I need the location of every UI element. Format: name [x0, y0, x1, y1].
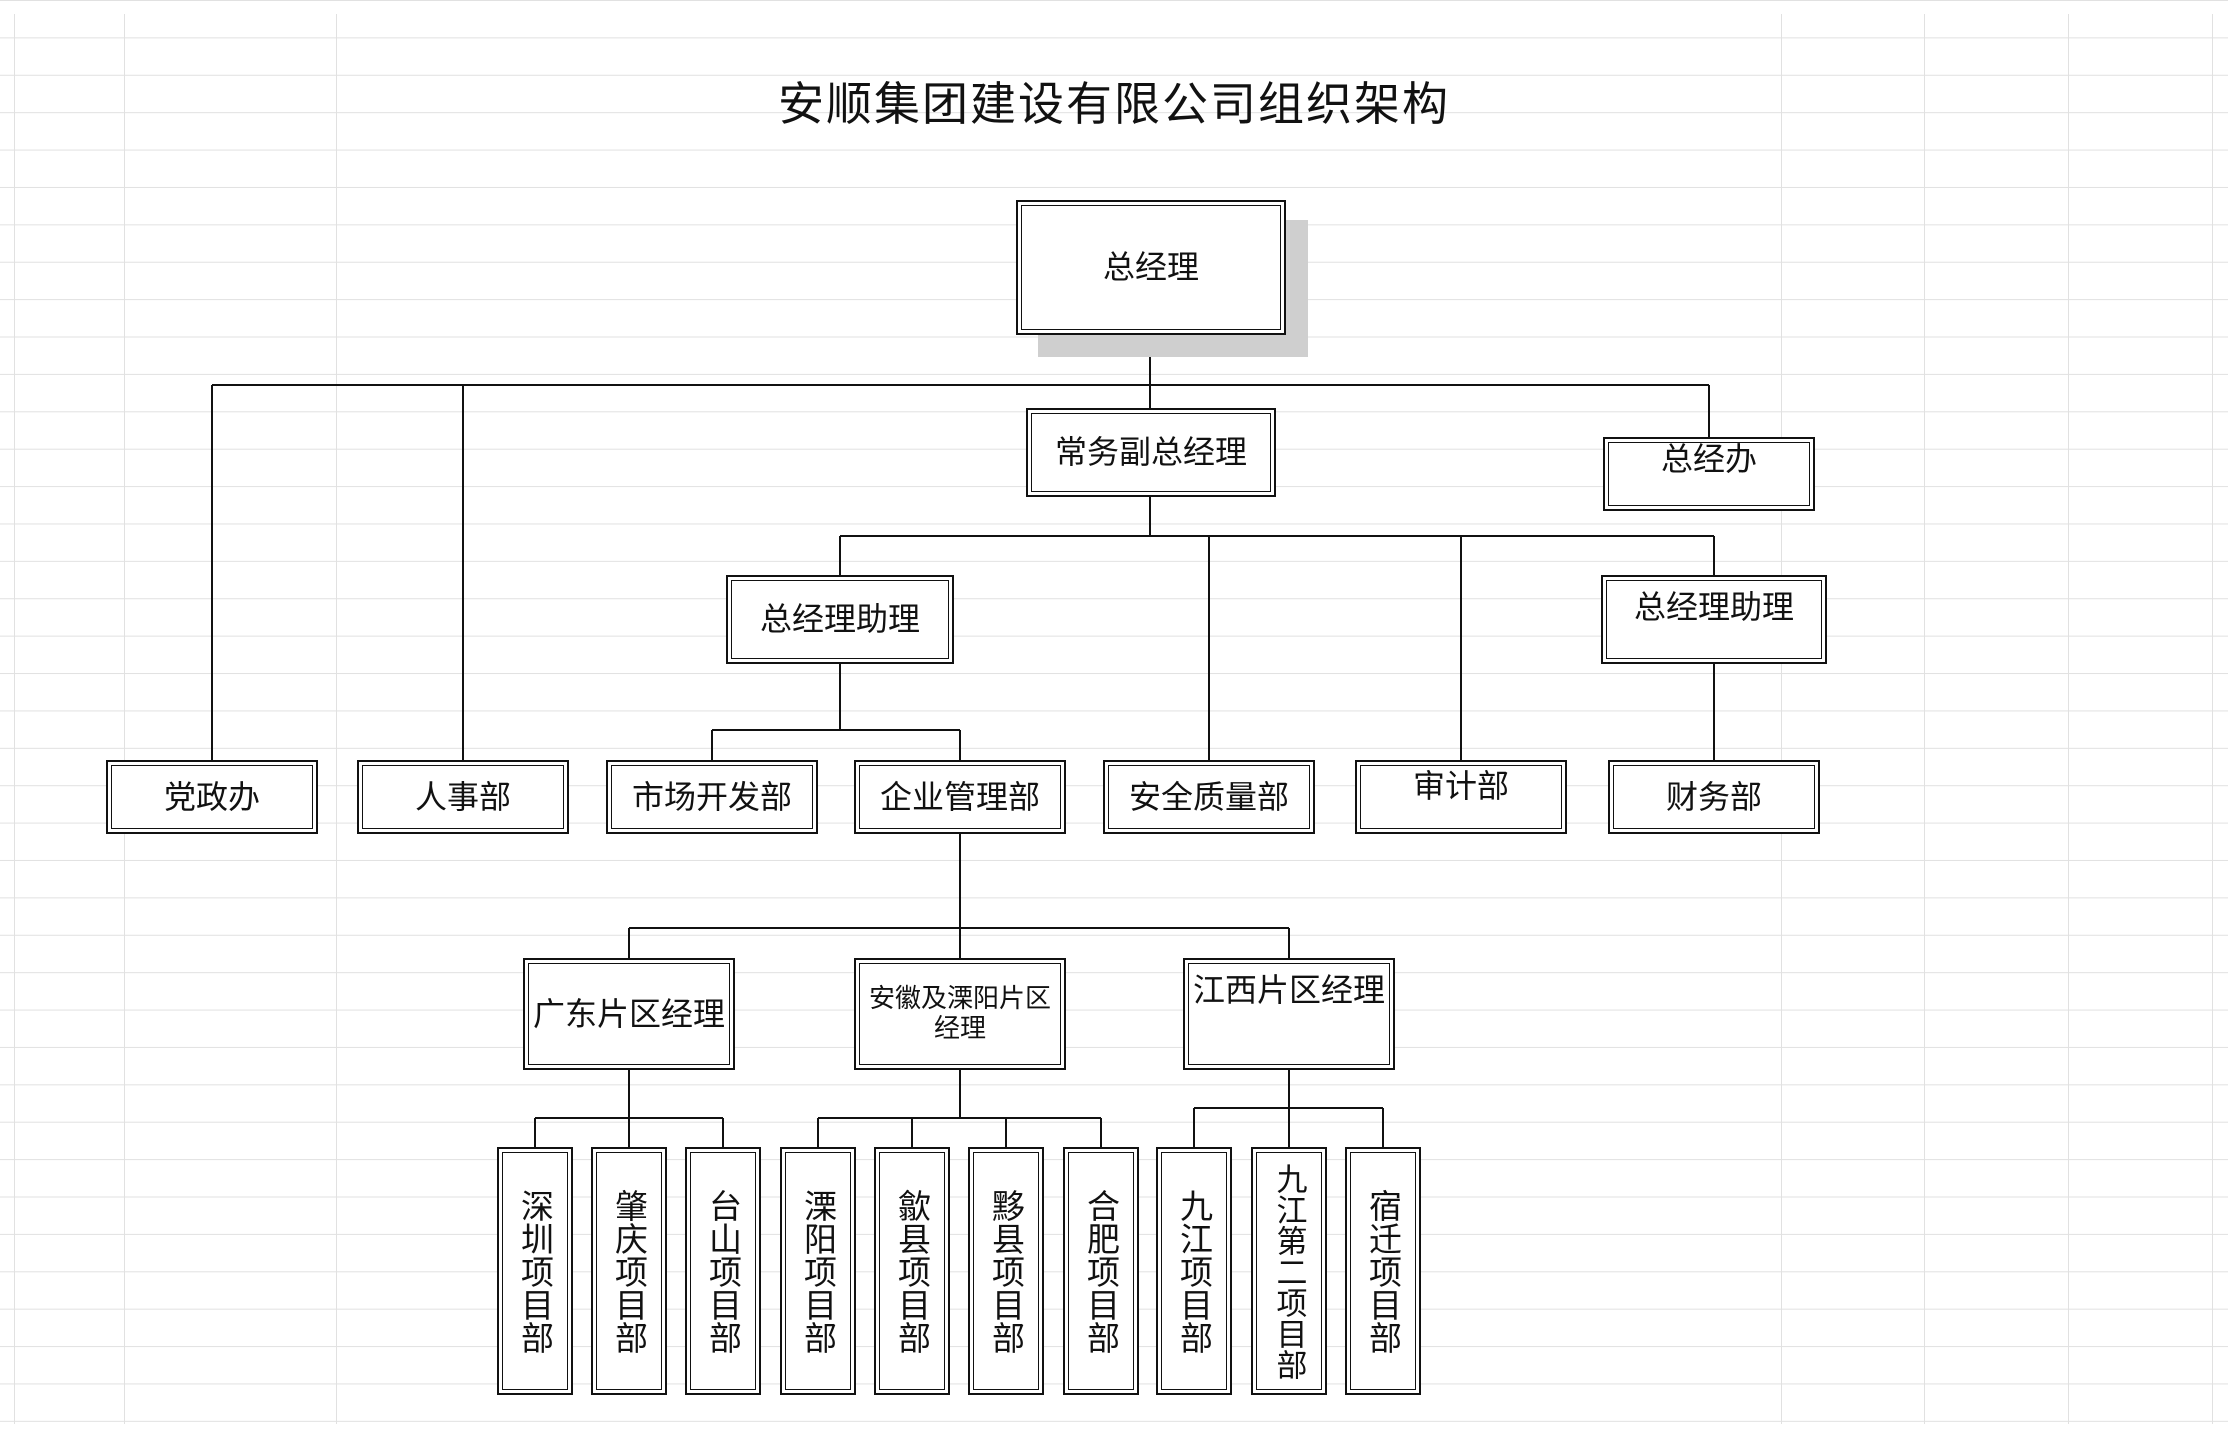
node-gm-assistant-right: 总经理助理	[1601, 575, 1827, 664]
node-label: 市场开发部	[631, 778, 792, 815]
node-label: 党政办	[163, 778, 260, 815]
node-guangdong-manager: 广东片区经理	[523, 958, 735, 1070]
node-jiangxi-manager: 江西片区经理	[1183, 958, 1395, 1070]
node-anhui-liyang-manager: 安徽及溧阳片区经理	[854, 958, 1066, 1070]
grid-column-line	[124, 14, 125, 1424]
node-label: 企业管理部	[879, 778, 1040, 815]
node-project-suqian: 宿迁项目部	[1345, 1147, 1421, 1395]
node-project-liyang: 溧阳项目部	[780, 1147, 856, 1395]
node-label: 肇庆项目部	[610, 1188, 648, 1354]
node-label: 九江项目部	[1175, 1188, 1213, 1354]
node-project-hefei: 合肥项目部	[1063, 1147, 1139, 1395]
node-label: 合肥项目部	[1082, 1188, 1120, 1354]
node-label: 歙县项目部	[893, 1188, 931, 1354]
node-label: 总经理助理	[1633, 589, 1794, 625]
node-label: 人事部	[414, 778, 511, 815]
node-label: 宿迁项目部	[1364, 1188, 1402, 1354]
node-label: 黟县项目部	[987, 1188, 1025, 1354]
node-market-development: 市场开发部	[606, 760, 818, 834]
node-label: 广东片区经理	[532, 995, 725, 1032]
node-label: 常务副总经理	[1054, 434, 1247, 471]
node-enterprise-management: 企业管理部	[854, 760, 1066, 834]
node-label: 审计部	[1412, 768, 1509, 804]
node-party-office: 党政办	[106, 760, 318, 834]
grid-column-line	[2068, 14, 2069, 1424]
node-label: 九江第二项目部	[1271, 1162, 1307, 1380]
node-project-shexian: 歙县项目部	[874, 1147, 950, 1395]
node-project-shenzhen: 深圳项目部	[497, 1147, 573, 1395]
node-project-jiujiang: 九江项目部	[1156, 1147, 1232, 1395]
node-safety-quality: 安全质量部	[1103, 760, 1315, 834]
node-executive-vice-gm: 常务副总经理	[1026, 408, 1276, 497]
node-label: 深圳项目部	[516, 1188, 554, 1354]
node-gm-assistant-left: 总经理助理	[726, 575, 954, 664]
node-label: 溧阳项目部	[799, 1188, 837, 1354]
node-label: 总经理	[1102, 249, 1199, 286]
node-general-manager: 总经理	[1016, 200, 1286, 335]
grid-column-line	[2212, 14, 2213, 1424]
grid-column-line	[1781, 14, 1782, 1424]
grid-column-line	[14, 14, 15, 1424]
node-hr-department: 人事部	[357, 760, 569, 834]
node-finance: 财务部	[1608, 760, 1820, 834]
node-project-yixian: 黟县项目部	[968, 1147, 1044, 1395]
page-title: 安顺集团建设有限公司组织架构	[778, 77, 1450, 131]
node-project-taishan: 台山项目部	[685, 1147, 761, 1395]
node-label: 财务部	[1665, 778, 1762, 815]
grid-column-line	[1924, 14, 1925, 1424]
node-label: 总经办	[1660, 441, 1757, 477]
grid-column-line	[336, 14, 337, 1424]
node-gm-office: 总经办	[1603, 437, 1815, 511]
node-label: 总经理助理	[759, 601, 920, 638]
node-label: 安徽及溧阳片区经理	[868, 983, 1051, 1043]
node-project-zhaoqing: 肇庆项目部	[591, 1147, 667, 1395]
node-project-jiujiang-second: 九江第二项目部	[1251, 1147, 1327, 1395]
node-label: 江西片区经理	[1192, 972, 1385, 1008]
node-audit: 审计部	[1355, 760, 1567, 834]
node-label: 安全质量部	[1128, 778, 1289, 815]
node-label: 台山项目部	[704, 1188, 742, 1354]
